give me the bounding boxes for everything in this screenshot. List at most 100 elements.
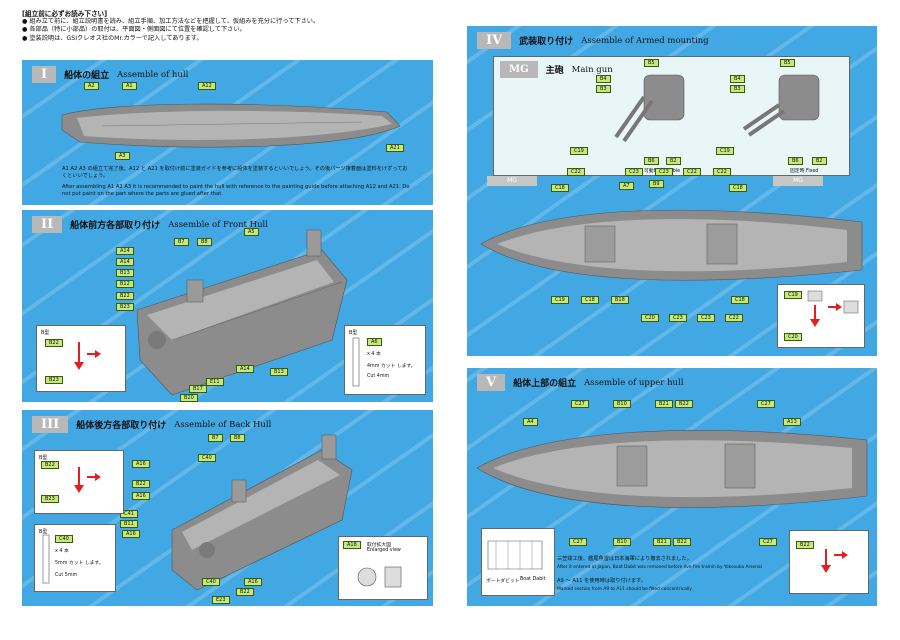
panel-header: I 船体の組立 Assemble of hull [32,66,188,83]
part-label: B10 [613,538,631,546]
inset-cut-jp: 4mm カット します。 [367,364,416,369]
main-gun-en: Main gun [571,64,613,75]
part-label: B10 [613,400,631,408]
part-label: E23 [212,596,230,604]
rod-drawing [352,337,360,387]
part-label: A16 [122,530,140,538]
part-label: B7 [174,238,189,246]
part-label: C23 [655,168,673,176]
part-label: B22 [132,480,150,488]
upper-hull-drawing [476,430,868,508]
step-title-jp: 船体の組立 [64,71,110,81]
part-label: B8 [197,238,212,246]
part-label: A5 [244,228,259,236]
step-title-jp: 船体上部の組立 [513,379,577,389]
rod-drawing [42,534,50,584]
upper-caption-jp: 三笠竣工後、艦尾魚雷は日本海軍により撤去されました。 [557,556,692,562]
panel-header: III 船体後方各部取り付け Assemble of Back Hull [32,416,271,433]
step-number: III [32,416,69,433]
part-label: C18 [551,184,569,192]
part-label: B21 [655,400,673,408]
step-title-en: Assemble of upper hull [584,377,684,388]
part-label: C22 [683,168,701,176]
inset-heading: B型 [39,529,48,535]
panel-front-hull: II 船体前方各部取り付け Assemble of Front Hull A5 … [22,210,433,402]
part-label: B23 [41,495,59,503]
part-label: E11 [206,378,224,386]
part-label: B11 [120,520,138,528]
part-label: B5 [780,59,795,67]
inset-b22-b23: B型 B22 B23 [34,450,124,514]
part-label: B22 [236,588,254,596]
front-hull-drawing [136,229,348,396]
notes-line-2: ● 各部品（特に小部品）の取付は、平面図・側面図にて位置を確認して下さい。 [22,26,246,34]
part-label: B6 [788,157,803,165]
arrow-down-icon [74,342,101,370]
part-label: A18 [343,541,361,549]
part-label: B22 [796,541,814,549]
part-label: B22 [45,339,63,347]
inset-cut-en: Cut 5mm [55,573,78,578]
arrow-down-icon [807,290,859,327]
part-label: C23 [697,314,715,322]
part-label: C18 [731,296,749,304]
part-label: A16 [132,492,150,500]
deck-plan-drawing [480,209,863,281]
part-label: B3 [596,85,611,93]
part-label: A3 [115,152,130,160]
enlarged-jp: 取付拡大図 [367,543,391,548]
mg-tag: MG [773,176,823,186]
part-label: A1 [122,82,137,90]
part-label: B20 [180,394,198,402]
boat-dabit-jp: ボートダビット [486,579,520,584]
inset-b22: B22 [789,530,869,594]
part-label: B17 [189,385,207,393]
part-label: A14 [236,365,254,373]
part-label: C41 [120,510,138,518]
part-label: A16 [244,578,262,586]
part-label: C27 [569,538,587,546]
step-title-en: Assemble of Back Hull [174,419,272,430]
inset-heading: B型 [39,455,48,461]
part-label: B22 [675,400,693,408]
part-label: B4 [730,75,745,83]
boat-dabit-drawing [487,540,543,570]
part-label: A13 [783,418,801,426]
part-label: A16 [132,460,150,468]
part-label: B18 [611,296,629,304]
part-label: C22 [725,314,743,322]
part-label: A14 [116,258,134,266]
upper-caption2-en: Marked section from A9 to A11 should be … [557,587,692,592]
hull-caption-jp: A1 A2 A3 の組立て完了後、A12 と A21 を取付け前に塗装ガイドを参… [62,166,408,179]
fixed-label: 固定時 Fixed [790,169,819,174]
part-label: C40 [55,535,73,543]
part-label: B22 [116,292,134,300]
part-label: B21 [653,538,671,546]
part-label: C20 [784,333,802,341]
part-label: B3 [730,85,745,93]
upper-caption2-jp: A9 〜 A11 を使用時は取り付けます。 [557,578,646,584]
step-title-en: Assemble of Armed mounting [581,35,709,46]
part-label: B4 [596,75,611,83]
notes-line-1: ● 組み立て前に、組立説明書を読み、組立手順、加工方法などを把握して、仮組みを充… [22,18,320,26]
part-label: C27 [759,538,777,546]
upper-caption-en: After it entered at Japan, Boat Dabit wa… [557,565,762,570]
step-number: II [32,216,63,233]
inset-c40-cut: B型 C40 x 4 本 5mm カット します。 Cut 5mm [34,524,116,592]
back-hull-drawing [171,434,353,591]
hull-drawing [61,103,401,148]
part-label: C19 [570,147,588,155]
part-label: C18 [729,184,747,192]
part-label: A14 [116,247,134,255]
main-gun-header: MG 主砲 Main gun [500,61,613,78]
inset-heading: B型 [349,330,358,336]
step-number: V [477,374,506,391]
boat-dabit-en: Boat Dabit [520,577,546,582]
part-label: B13 [270,368,288,376]
enlarged-drawing [357,566,402,588]
part-label: B7 [208,434,223,442]
main-gun-jp: 主砲 [545,66,564,76]
arrow-down-icon [74,467,101,493]
step-title-jp: 船体後方各部取り付け [76,421,167,431]
part-label: C23 [625,168,643,176]
